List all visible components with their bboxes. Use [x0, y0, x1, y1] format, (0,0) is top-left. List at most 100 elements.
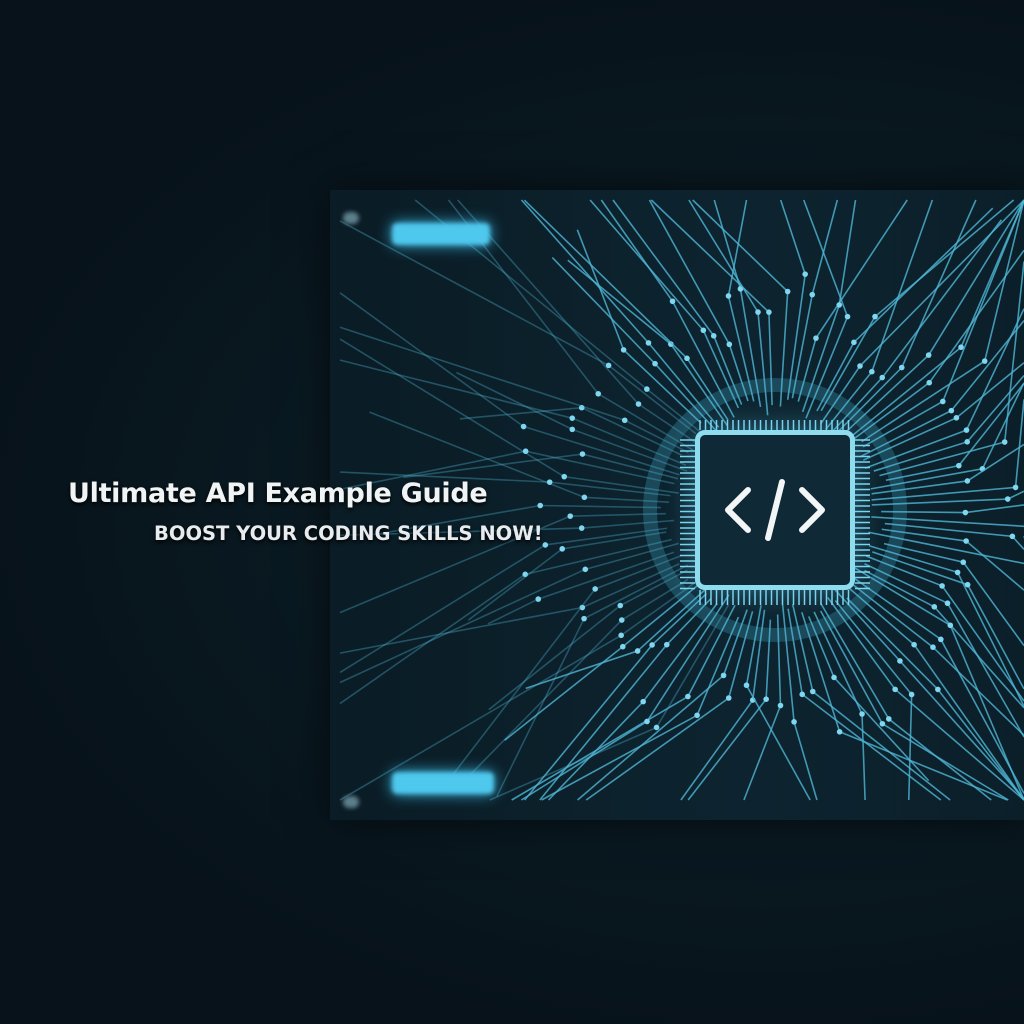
circuit-trace	[648, 199, 749, 402]
circuit-node	[831, 674, 837, 681]
circuit-node	[908, 691, 915, 698]
circuit-node	[809, 688, 816, 695]
circuit-trace	[727, 199, 755, 402]
circuit-node	[725, 293, 732, 299]
blurred-dot	[343, 796, 359, 808]
circuit-node	[618, 632, 624, 639]
circuit-node	[802, 271, 808, 277]
circuit-trace	[871, 516, 1024, 528]
circuit-node	[763, 696, 769, 702]
circuit-node	[885, 716, 892, 722]
circuit-trace	[825, 199, 934, 430]
circuit-node	[859, 711, 865, 717]
circuit-node	[669, 298, 676, 305]
circuit-trace	[813, 611, 866, 801]
circuit-node	[954, 569, 961, 576]
circuit-trace	[868, 531, 1024, 565]
circuit-node	[879, 720, 886, 727]
circuit-node	[605, 362, 612, 369]
blurred-dot	[343, 212, 359, 224]
circuit-node	[964, 478, 971, 484]
circuit-node	[948, 407, 955, 414]
circuit-node	[579, 451, 586, 457]
circuit-node	[809, 291, 816, 298]
circuit-node	[791, 719, 797, 725]
circuit-node	[535, 596, 542, 602]
circuit-trace	[861, 199, 1024, 443]
circuit-node	[784, 288, 791, 295]
circuit-node	[578, 404, 585, 411]
circuit-node	[663, 641, 670, 648]
circuit-node	[964, 581, 971, 588]
circuit-node	[960, 559, 967, 566]
circuit-node	[578, 525, 585, 531]
circuit-node	[956, 462, 962, 469]
circuit-node	[1004, 496, 1011, 502]
circuit-node	[836, 728, 843, 735]
circuit-node	[685, 693, 691, 700]
circuit-node	[621, 417, 628, 424]
circuit-node	[644, 386, 650, 392]
circuit-node	[964, 439, 971, 445]
circuit-node	[755, 309, 761, 315]
circuit-node	[634, 648, 641, 654]
circuit-trace	[816, 207, 994, 412]
circuit-node	[799, 691, 806, 698]
circuit-node	[944, 600, 951, 607]
circuit-node	[836, 302, 843, 308]
circuit-node	[872, 313, 878, 320]
circuit-node	[940, 398, 946, 405]
circuit-node	[579, 604, 586, 611]
circuit-node	[911, 641, 917, 648]
circuit-node	[700, 327, 707, 334]
circuit-node	[720, 672, 727, 679]
circuit-node	[618, 617, 625, 623]
circuit-trace	[834, 599, 913, 801]
circuit-node	[935, 686, 941, 693]
circuit-node	[635, 401, 642, 407]
circuit-node	[813, 335, 819, 341]
circuit-trace	[339, 220, 697, 435]
circuit-trace	[339, 359, 687, 466]
circuit-trace	[551, 257, 720, 434]
circuit-node	[645, 340, 652, 346]
circuit-node	[684, 355, 690, 362]
circuit-node	[777, 702, 784, 709]
circuit-node	[617, 602, 624, 609]
circuit-trace	[589, 199, 740, 409]
circuit-node	[520, 423, 527, 430]
circuit-node	[897, 658, 903, 664]
circuit-node	[694, 712, 700, 719]
circuit-node	[930, 644, 936, 651]
circuit-node	[640, 698, 646, 705]
circuit-node	[931, 604, 938, 610]
circuit-node	[981, 358, 988, 364]
circuit-node	[619, 643, 626, 650]
circuit-node	[947, 622, 954, 629]
circuit-node	[581, 615, 587, 622]
circuit-node	[1012, 484, 1019, 491]
circuit-node	[1009, 533, 1016, 540]
circuit-trace	[467, 531, 667, 621]
circuit-trace	[846, 249, 1024, 445]
blurred-highlight-bar-bottom	[392, 772, 494, 794]
circuit-trace	[835, 199, 977, 435]
circuit-node	[857, 363, 863, 369]
circuit-node	[569, 415, 576, 421]
circuit-node	[581, 494, 588, 501]
code-brackets-icon	[725, 479, 825, 541]
circuit-node	[582, 566, 589, 573]
circuit-trace	[779, 199, 806, 400]
circuit-trace	[456, 371, 688, 472]
circuit-node	[668, 341, 674, 347]
circuit-trace	[820, 603, 992, 801]
circuit-node	[561, 473, 568, 480]
circuit-node	[620, 347, 627, 353]
circuit-node	[644, 718, 650, 725]
circuit-node	[725, 695, 732, 701]
circuit-node	[844, 313, 851, 320]
circuit-trace	[820, 199, 1024, 425]
circuit-node	[569, 426, 576, 433]
circuit-node	[726, 341, 733, 348]
page-title: Ultimate API Example Guide	[68, 478, 488, 509]
